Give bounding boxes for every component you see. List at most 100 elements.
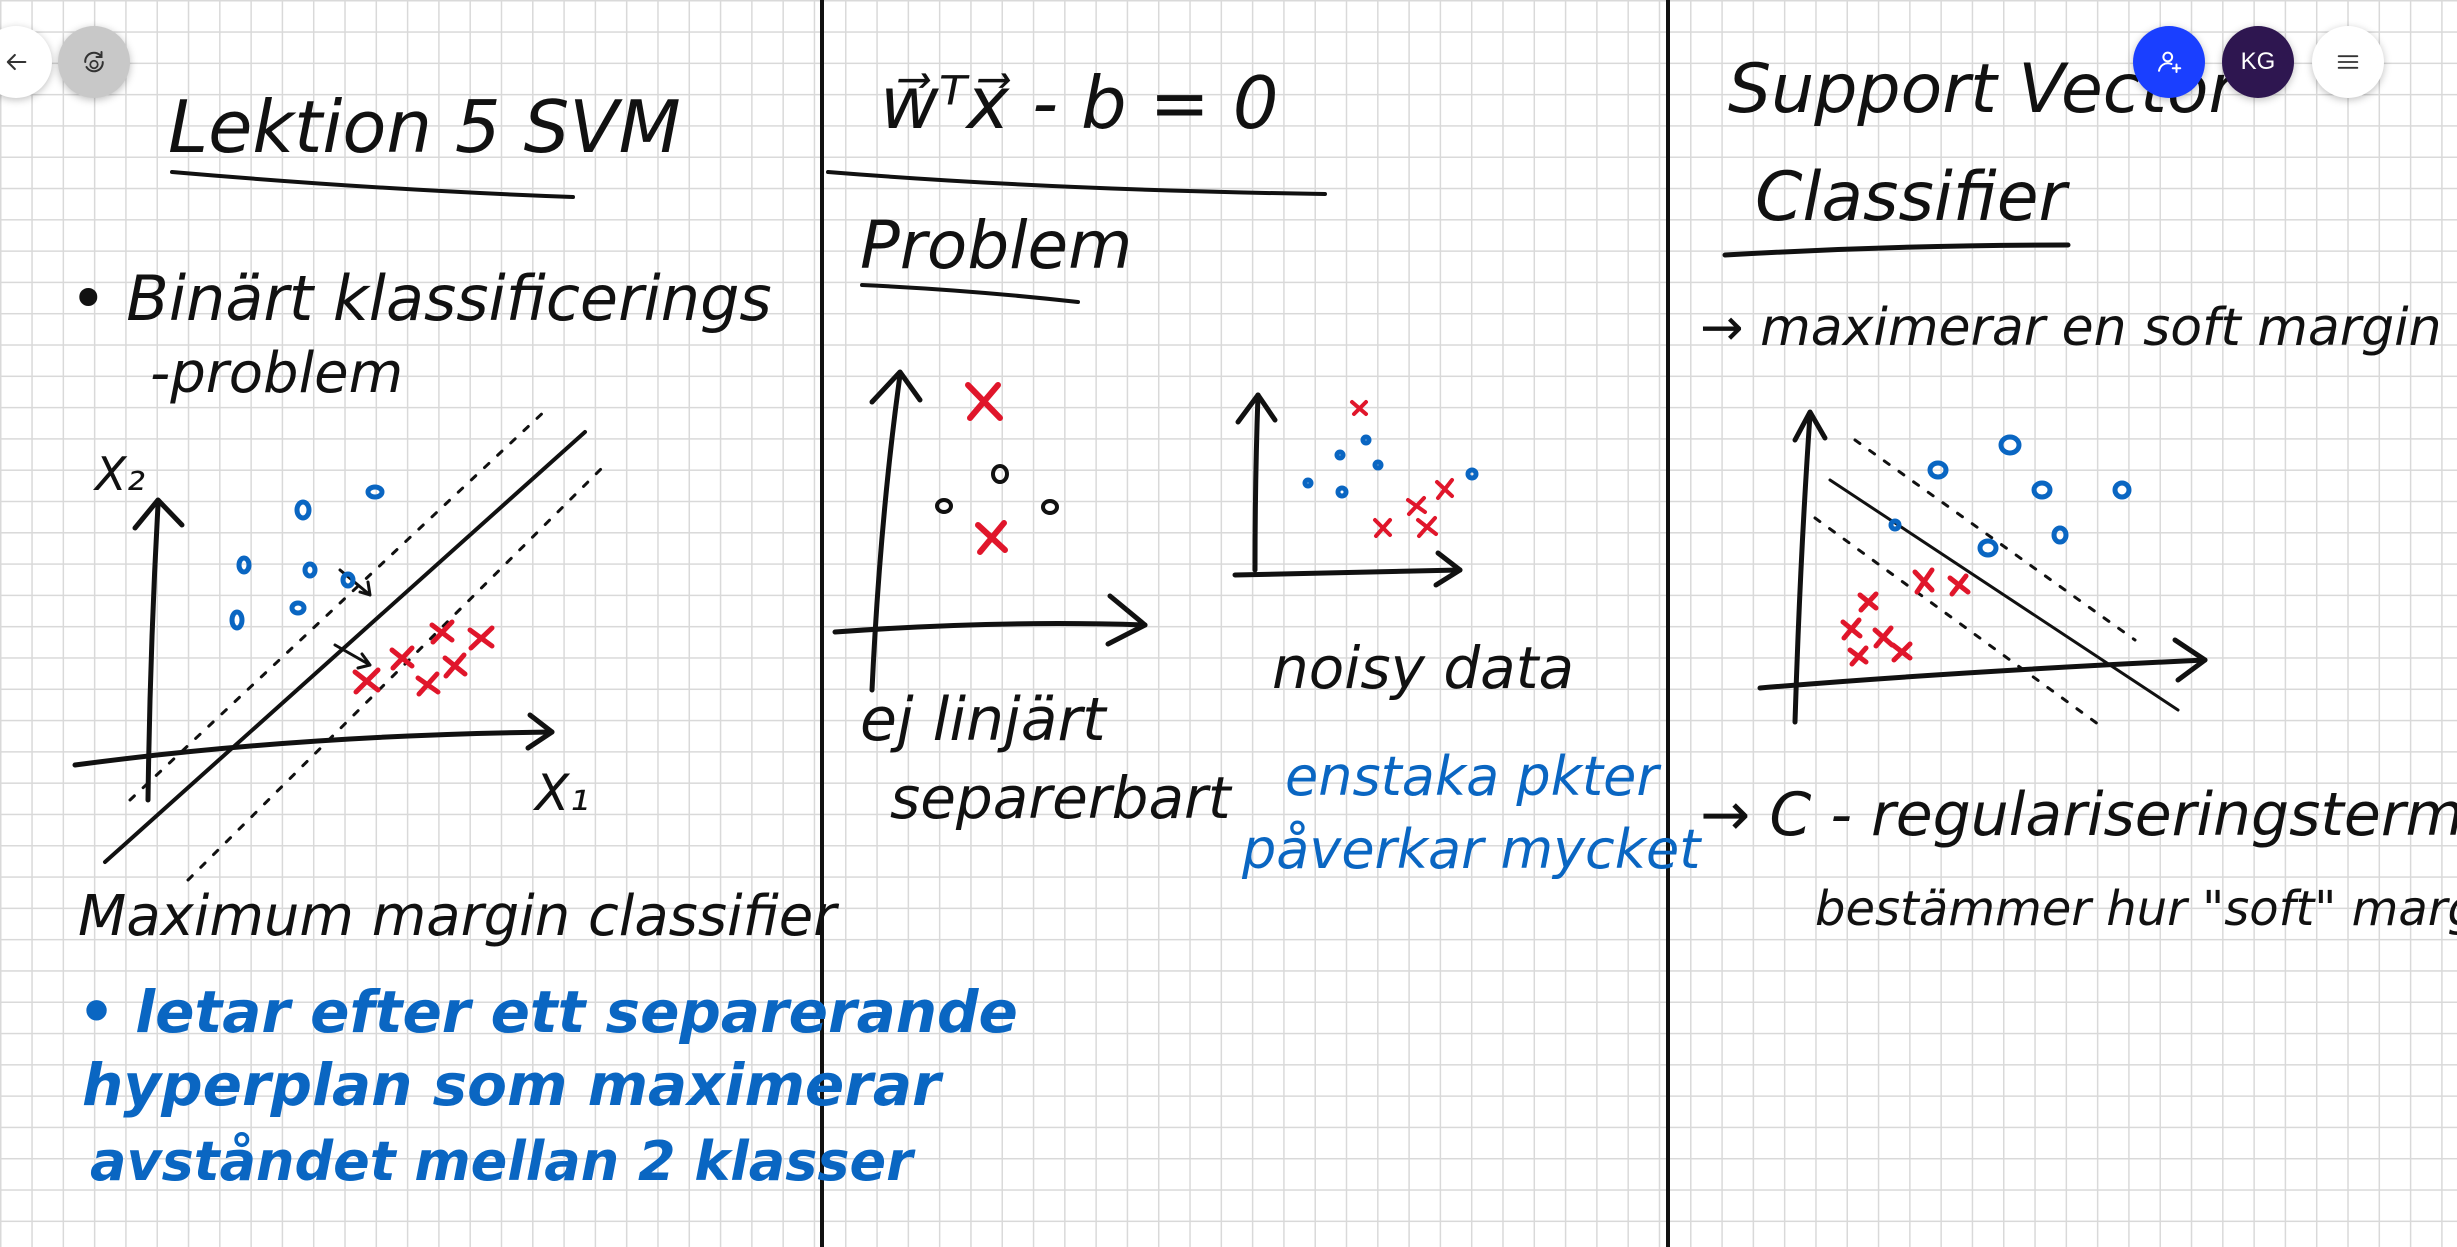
margin-arrow-2 (333, 643, 372, 670)
page2-heading-underline (860, 283, 1080, 304)
page2-equation-underline (826, 170, 1327, 196)
axis-label-x2: X₂ (93, 447, 145, 501)
data-point-circle (991, 464, 1009, 484)
data-point-cross (1857, 591, 1879, 613)
data-point-dot (1888, 518, 1902, 532)
data-point-dot (1465, 467, 1479, 481)
hamburger-menu-icon (2337, 55, 2359, 69)
page2-note-line1: enstaka pkter (1285, 745, 1661, 808)
margin-line-lower (186, 463, 607, 882)
data-point-circle (2031, 480, 2053, 500)
noisy-data-graph (1232, 392, 1479, 588)
page2-label1-line1: ej linjärt (860, 685, 1108, 755)
data-point-cross (1373, 518, 1392, 538)
margin-line-upper (128, 406, 550, 802)
page1-note-line2: hyperplan som maximerar (82, 1051, 944, 1119)
add-person-icon (2158, 51, 2182, 73)
margin-line-lower (1813, 516, 2104, 729)
page2-label2: noisy data (1272, 634, 1574, 702)
page2-heading: Problem (860, 207, 1132, 284)
data-point-dot (1360, 434, 1372, 446)
data-point-dot (1302, 477, 1314, 489)
data-point-cross (429, 619, 455, 645)
nonseparable-graph (832, 369, 1148, 693)
arrow-left-icon (6, 53, 27, 71)
data-point-circle (340, 571, 356, 589)
page-2: w⃗ᵀx⃗ - b = 0 Problem ej linjärt separer… (826, 61, 1702, 881)
sync-button[interactable] (58, 26, 130, 98)
data-point-circle (294, 499, 312, 521)
data-point-cross (442, 652, 468, 679)
data-point-cross (1912, 567, 1935, 595)
margin-line-upper (1853, 438, 2137, 642)
y-axis (869, 372, 903, 693)
page3-point1: → maximerar en soft margin (1700, 298, 2442, 358)
x-axis-arrow (2172, 637, 2208, 683)
data-point-cross (1350, 400, 1368, 416)
page1-bullet1-line2: -problem (150, 341, 403, 406)
data-point-cross (1406, 496, 1427, 516)
x-axis-arrow (1105, 593, 1148, 647)
hyperplane (103, 430, 587, 864)
data-point-circle (2051, 525, 2069, 545)
y-axis-arrow (869, 369, 923, 405)
y-axis-arrow (1792, 409, 1828, 443)
avatar-initials: KG (2240, 48, 2276, 75)
page1-bullet1-line1: • Binärt klassificerings (70, 262, 772, 335)
data-point-circle (1041, 499, 1059, 515)
x-axis (72, 729, 555, 768)
data-point-circle (2112, 480, 2132, 500)
y-axis (1792, 412, 1813, 725)
data-point-cross (1890, 641, 1913, 663)
data-point-cross (415, 671, 441, 697)
data-point-dot (1372, 459, 1384, 471)
data-point-cross (1416, 516, 1438, 538)
page1-title: Lektion 5 SVM (168, 85, 681, 169)
page2-note-line2: påverkar mycket (1241, 818, 1702, 881)
data-point-cross (965, 382, 1003, 421)
page3-title-line2: Classifier (1755, 158, 2071, 237)
menu-button[interactable] (2312, 26, 2384, 98)
x-axis (1232, 567, 1463, 578)
data-point-cross (1840, 617, 1863, 641)
x-axis-arrow (1433, 550, 1463, 588)
data-point-circle (1977, 538, 1999, 558)
data-point-circle (935, 498, 953, 514)
page3-point2: → C - regulariseringsterm (1700, 780, 2457, 850)
data-point-circle (236, 555, 252, 575)
data-point-cross (1435, 478, 1454, 500)
svm-margin-graph: X₂ X₁ (72, 406, 607, 882)
soft-margin-graph (1757, 409, 2208, 729)
axis-label-x1: X₁ (532, 764, 589, 822)
page1-caption: Maximum margin classifier (78, 884, 839, 949)
share-button[interactable] (2133, 26, 2205, 98)
class-b-points (352, 619, 495, 697)
data-point-circle (289, 600, 307, 616)
sync-icon (84, 51, 104, 73)
page3-point2-sub: bestämmer hur "soft" marginal (1815, 881, 2457, 937)
data-point-dot (1335, 485, 1349, 499)
x-axis (832, 621, 1148, 635)
class-a-points (229, 484, 385, 631)
page1-title-underline (170, 170, 575, 199)
user-avatar[interactable]: KG (2222, 26, 2294, 98)
page-1: Lektion 5 SVM • Binärt klassificerings -… (70, 85, 1018, 1193)
page-3: Support Vector Classifier → maximerar en… (1700, 50, 2457, 937)
y-axis-arrow (1235, 392, 1278, 425)
y-axis (145, 502, 161, 803)
data-point-cross (1847, 645, 1869, 667)
data-point-circle (1927, 460, 1949, 480)
page3-title-underline (1722, 242, 2071, 258)
data-point-circle (365, 484, 385, 500)
data-point-cross (467, 625, 495, 651)
x-axis-arrow (525, 712, 555, 751)
y-axis (1252, 392, 1261, 573)
x-axis (1757, 657, 2208, 691)
data-point-circle (302, 561, 318, 579)
page1-note-line3: avståndet mellan 2 klasser (90, 1130, 916, 1193)
data-point-cross (1947, 573, 1971, 597)
page2-equation: w⃗ᵀx⃗ - b = 0 (880, 61, 1279, 145)
page1-note-line1: • letar efter ett separerande (78, 978, 1018, 1046)
data-point-cross (389, 645, 415, 671)
